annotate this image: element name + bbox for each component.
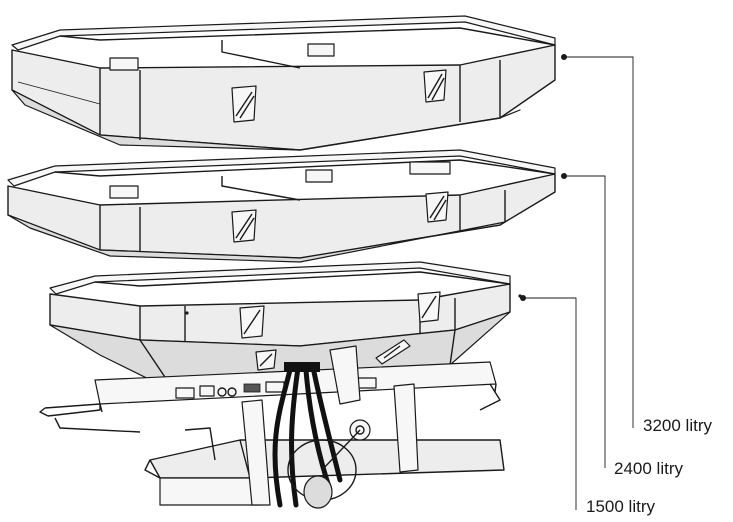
base-hopper-1500 (39, 261, 522, 509)
safety-decal-strip (175, 377, 377, 399)
label-1500: 1500 litry (586, 497, 655, 516)
label-2400: 2400 litry (614, 459, 683, 478)
warning-decal-icon (231, 85, 257, 123)
extension-2400 (7, 149, 556, 263)
warning-decal-icon (417, 291, 441, 323)
leader-line-1500 (520, 295, 577, 510)
warning-decal-icon (423, 69, 447, 103)
pto-gearbox (287, 419, 371, 509)
warning-decal-icon (425, 191, 449, 223)
leader-line-3200 (561, 54, 634, 428)
warning-decal-icon (375, 339, 411, 365)
label-3200: 3200 litry (643, 416, 712, 435)
extension-3200 (11, 15, 556, 151)
warning-decal-icon (255, 349, 277, 371)
warning-decal-icon (239, 305, 265, 339)
leader-line-2400 (561, 173, 606, 468)
warning-decal-icon (231, 209, 257, 243)
